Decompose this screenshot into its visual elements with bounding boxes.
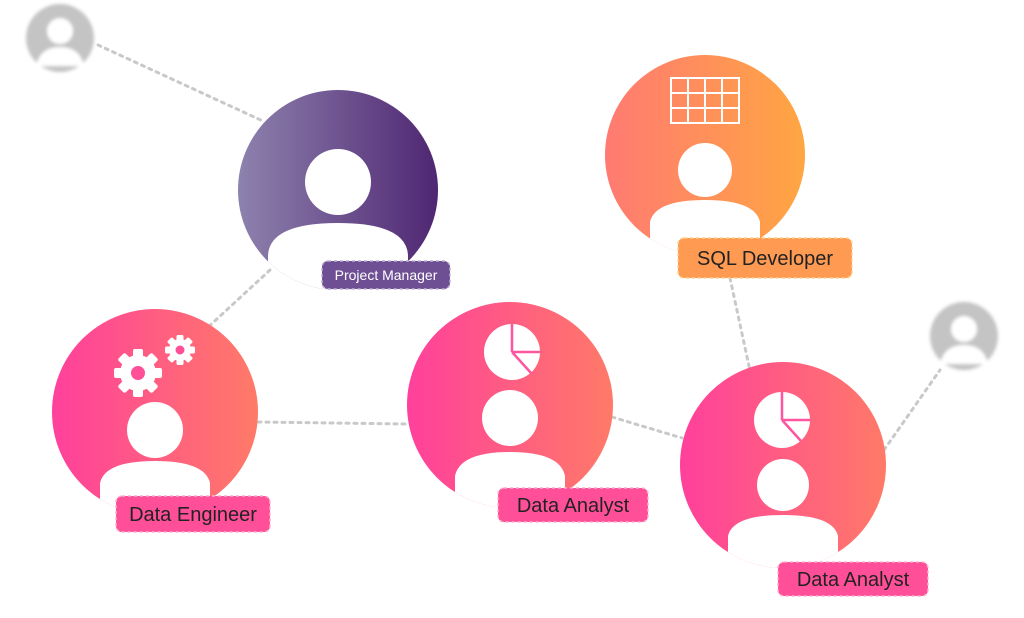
connector-project-manager-to-data-engineer	[203, 268, 272, 332]
node-data-analyst-2: Data Analyst	[680, 362, 929, 597]
label-data-analyst: Data Analyst	[517, 495, 630, 517]
label-box	[115, 495, 271, 533]
connector-data-engineer-to-data-analyst	[256, 420, 410, 426]
pie-chart-icon	[484, 324, 540, 380]
person-icon	[728, 459, 838, 568]
node-data-engineer: Data Engineer	[52, 309, 271, 533]
node-sql-developer: SQL Developer	[605, 55, 853, 279]
table-icon	[670, 77, 740, 124]
label-box	[321, 260, 451, 290]
pie-chart-icon	[754, 392, 810, 448]
connector-data-analyst-to-ghost-right	[882, 368, 942, 452]
connector-data-analyst-to-data-analyst	[610, 415, 684, 440]
connector-sql-developer-to-data-analyst	[728, 276, 754, 382]
label-box	[497, 487, 649, 523]
gears-icon	[114, 335, 195, 397]
connector-ghost-left-to-project-manager	[96, 43, 267, 124]
node-data-analyst-1: Data Analyst	[407, 302, 649, 523]
ghost-avatar-right	[930, 302, 998, 370]
label-box	[677, 237, 853, 279]
label-data-engineer: Data Engineer	[129, 504, 257, 526]
label-box	[777, 561, 929, 597]
connectors	[96, 43, 942, 452]
node-project-manager: Project Manager	[238, 90, 451, 290]
label-sql-developer: SQL Developer	[697, 248, 833, 270]
label-project-manager: Project Manager	[335, 267, 438, 283]
ghost-avatar-left	[26, 4, 94, 72]
label-data-analyst: Data Analyst	[797, 569, 910, 591]
